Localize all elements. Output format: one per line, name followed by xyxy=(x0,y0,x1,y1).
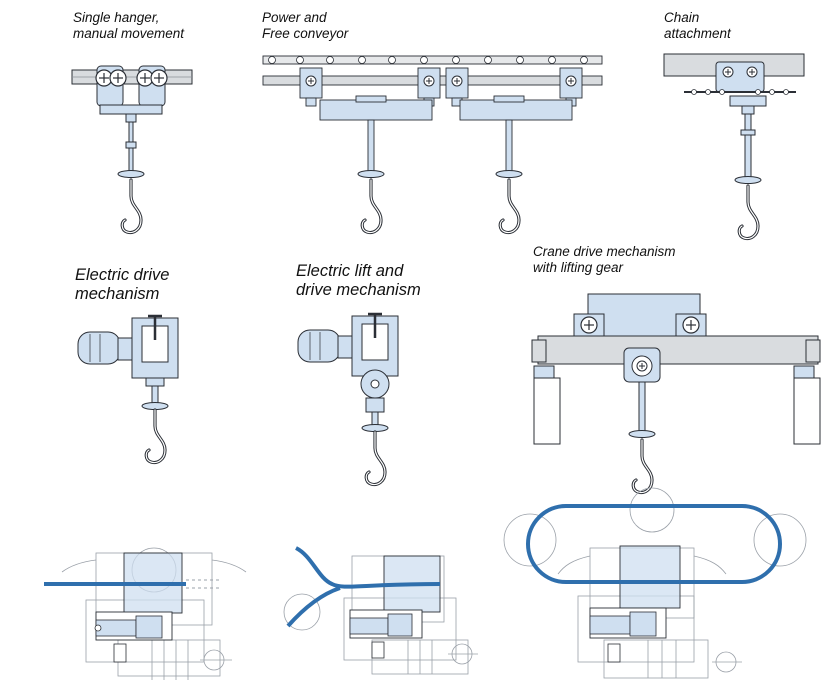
caption-electric-drive: Electric drive mechanism xyxy=(75,266,170,304)
electric-drive-illustration xyxy=(77,314,179,465)
single-hanger-illustration xyxy=(71,65,193,235)
plan-view-straight-track xyxy=(44,547,247,680)
plan-view-track-switch xyxy=(283,546,478,675)
caption-crane-drive: Crane drive mechanism with lifting gear xyxy=(533,244,676,275)
caption-single-hanger: Single hanger, manual movement xyxy=(73,10,185,41)
electric-lift-drive-illustration xyxy=(297,312,399,487)
caption-power-free-conveyor: Power and Free conveyor xyxy=(262,10,349,41)
chain-attachment-illustration xyxy=(663,53,805,241)
plan-view-track-loop xyxy=(503,487,807,679)
caption-chain-attachment: Chain attachment xyxy=(664,10,731,41)
crane-drive-illustration xyxy=(531,293,821,495)
caption-electric-lift-drive: Electric lift and drive mechanism xyxy=(296,262,421,300)
power-free-conveyor-illustration xyxy=(262,55,603,235)
